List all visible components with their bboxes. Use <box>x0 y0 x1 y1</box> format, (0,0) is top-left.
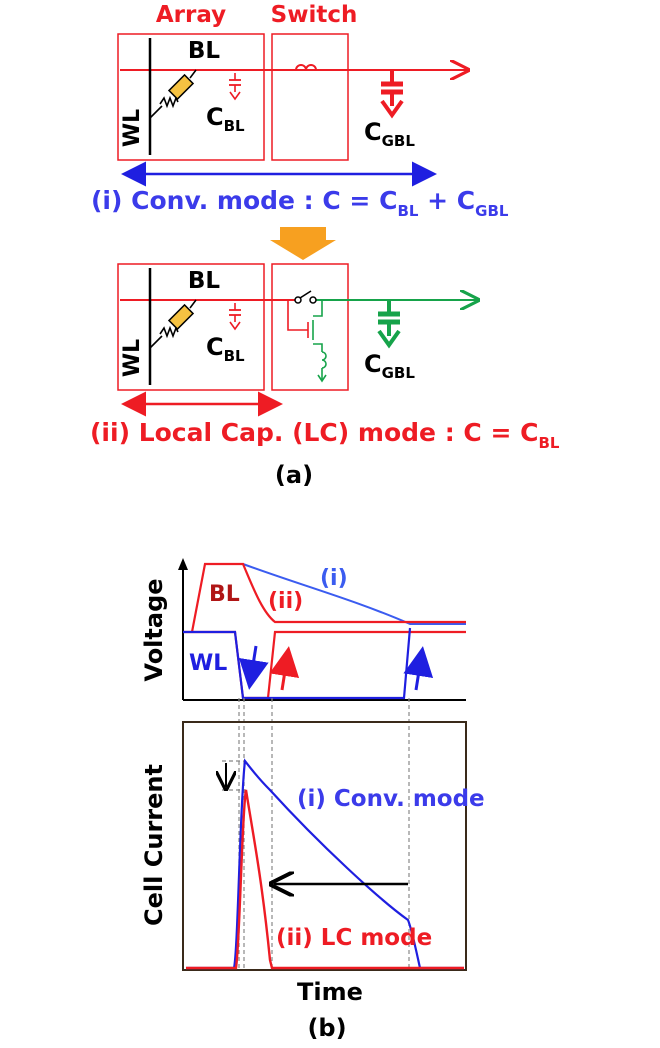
y-axis-arrowhead <box>178 558 188 570</box>
switch-box <box>271 33 349 161</box>
bl-curve-i <box>242 563 466 625</box>
transistor-icon <box>287 300 327 383</box>
voltage-axis-label: Voltage <box>140 578 168 681</box>
cbl-label: CBL <box>206 103 245 135</box>
lc-current-curve <box>186 789 464 970</box>
curve-i-label: (i) <box>320 566 348 591</box>
header-array: Array <box>156 2 226 28</box>
cbl-label: CBL <box>206 333 245 365</box>
mode-i-equation: (i) Conv. mode : C = CBL + CGBL <box>91 186 509 220</box>
capacitor-icon <box>229 73 241 101</box>
arrow-up-icon <box>403 646 434 691</box>
cgbl-label: CGBL <box>364 350 415 382</box>
current-axis-label: Cell Current <box>140 764 168 926</box>
panel-b: Voltage BL WL (i) (ii) <box>140 558 485 1042</box>
caption-b: (b) <box>307 1014 346 1042</box>
arrow-down-icon <box>238 645 269 690</box>
array-box <box>117 33 265 161</box>
current-plot: Cell Current (i) Conv. mode (ii) LC mode <box>140 721 485 971</box>
wl-label: WL <box>189 651 227 676</box>
wl-label: WL <box>120 109 145 147</box>
storage-element <box>167 73 195 101</box>
capacitor-icon <box>380 70 404 119</box>
capacitor-icon <box>377 300 401 349</box>
arrow-down-icon <box>270 227 336 260</box>
bl-label: BL <box>188 268 221 294</box>
bl-label: BL <box>188 38 221 64</box>
caption-a: (a) <box>275 461 313 489</box>
switch-icon <box>294 290 317 304</box>
resistor-icon <box>159 95 179 109</box>
resistor-icon <box>159 325 179 339</box>
curve-ii-label: (ii) <box>268 589 303 614</box>
conv-mode-label: (i) Conv. mode <box>297 786 485 812</box>
time-axis-label: Time <box>297 978 363 1006</box>
switch-icon <box>295 64 317 71</box>
switch-box <box>271 263 349 391</box>
lc-mode-label: (ii) LC mode <box>276 925 432 951</box>
arrow-up-icon <box>269 646 300 691</box>
circuit-lc: WL BL CBL <box>117 263 478 417</box>
bl-label: BL <box>209 582 240 607</box>
mode-ii-equation: (ii) Local Cap. (LC) mode : C = CBL <box>90 418 560 452</box>
memory-cell <box>149 69 197 119</box>
bl-curve-ii <box>190 562 466 633</box>
memory-cell <box>149 299 197 349</box>
panel-a: Array Switch WL BL <box>90 2 560 489</box>
voltage-plot: Voltage BL WL (i) (ii) <box>140 558 466 701</box>
conv-current-curve <box>186 758 464 970</box>
header-switch: Switch <box>271 2 358 28</box>
plot-frame <box>182 721 467 971</box>
cgbl-label: CGBL <box>364 118 415 150</box>
circuit-conv: WL BL CBL <box>117 33 468 187</box>
capacitor-icon <box>229 303 241 331</box>
wl-label: WL <box>120 339 145 377</box>
array-box <box>117 263 265 391</box>
storage-element <box>167 303 195 331</box>
